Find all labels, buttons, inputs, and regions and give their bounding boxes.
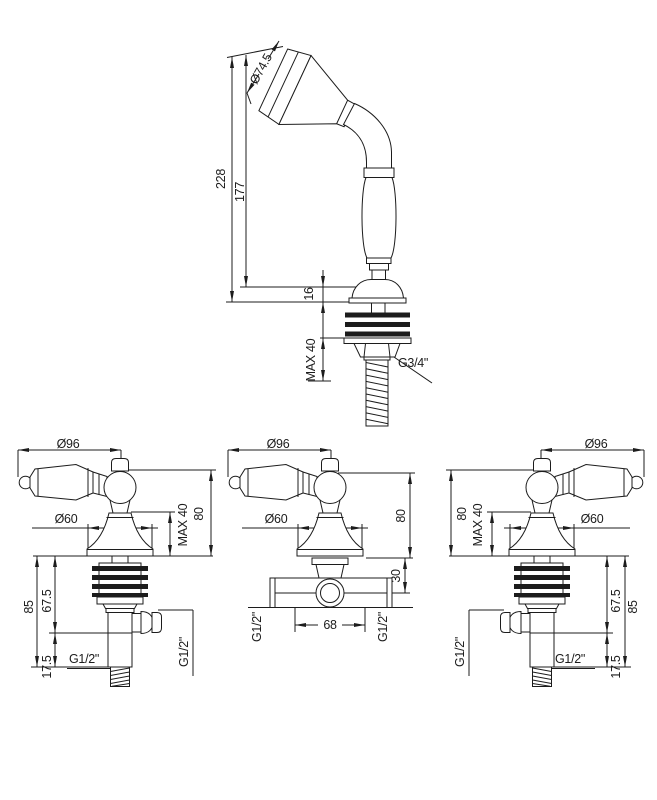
- dim-16: 16: [302, 287, 316, 301]
- thread-side-left: G1/2": [177, 637, 191, 667]
- dim-68-mid: 68: [323, 618, 337, 632]
- dim-hose-thread: G3/4": [398, 356, 428, 370]
- dim-96-right: Ø96: [585, 437, 608, 451]
- dim-head-diameter: Ø74.5: [247, 51, 275, 87]
- dim-675-right: 67.5: [609, 589, 623, 612]
- dim-60-mid: Ø60: [265, 512, 288, 526]
- thread-side-right: G1/2": [453, 637, 467, 667]
- dim-96-left: Ø96: [57, 437, 80, 451]
- thread-left-mid: G1/2": [250, 612, 264, 642]
- dim-177: 177: [233, 182, 247, 202]
- dim-max40-left: MAX 40: [176, 503, 190, 546]
- dim-675-left: 67.5: [40, 589, 54, 612]
- thread-right-mid: G1/2": [376, 612, 390, 642]
- middle-valve-dimensions: Ø96 Ø60 80 30 68 G1/2" G1/2": [227, 437, 415, 642]
- thread-bottom-left: G1/2": [69, 652, 99, 666]
- dim-max40-shower: MAX 40: [304, 338, 318, 381]
- dim-85-left: 85: [22, 600, 36, 614]
- right-valve-figure: [448, 458, 644, 687]
- hand-shower-figure: [258, 48, 412, 427]
- dim-80-mid: 80: [394, 509, 408, 523]
- thread-bottom-right: G1/2": [555, 652, 585, 666]
- right-valve-dimensions: Ø96 Ø60 80 MAX 40 85 67.5 17.5 G1/2" G1/…: [446, 437, 645, 679]
- dim-85-right: 85: [626, 600, 640, 614]
- dim-60-left: Ø60: [55, 512, 78, 526]
- dim-228: 228: [214, 169, 228, 189]
- left-valve-dimensions: Ø96 Ø60 MAX 40 80 85 67.5 17.5 G1/2" G1/…: [17, 437, 216, 679]
- dim-max40-right: MAX 40: [471, 503, 485, 546]
- dim-80-right: 80: [455, 507, 469, 521]
- dim-60-right: Ø60: [581, 512, 604, 526]
- dim-80-left: 80: [192, 507, 206, 521]
- dim-96-mid: Ø96: [267, 437, 290, 451]
- middle-valve-figure: [228, 458, 393, 608]
